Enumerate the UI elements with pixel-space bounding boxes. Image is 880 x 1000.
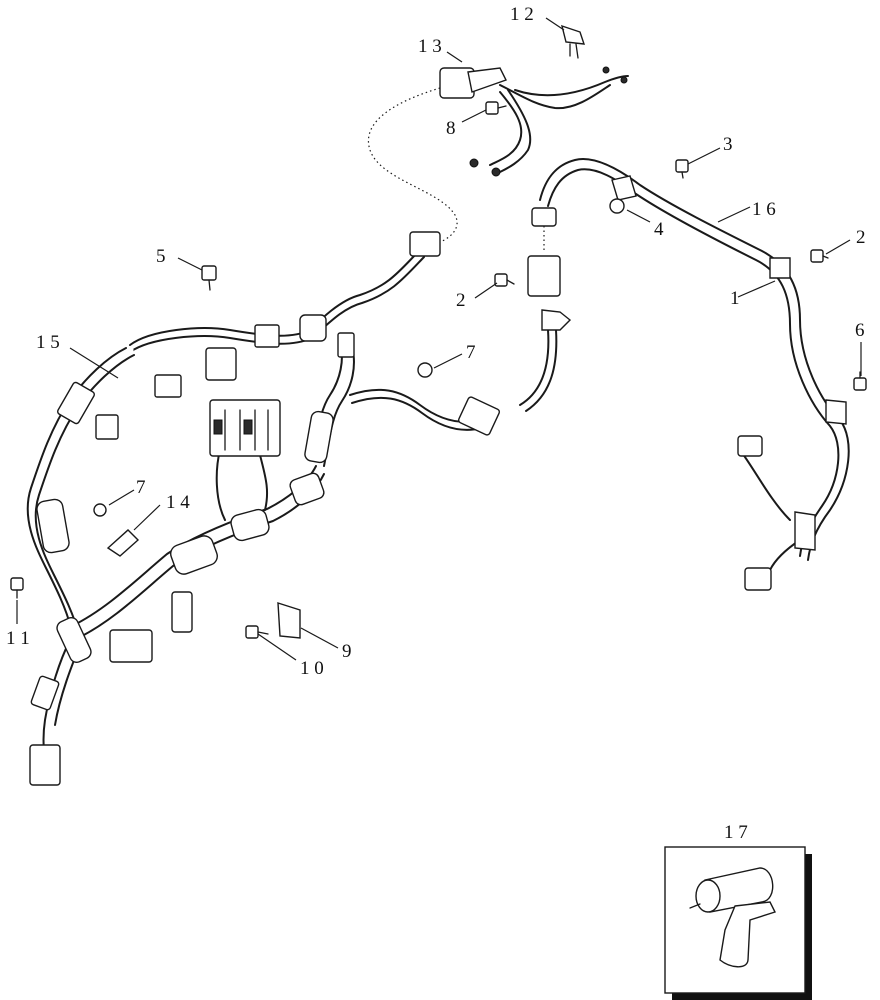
clip — [299, 314, 327, 342]
connector — [409, 231, 441, 257]
clamp — [611, 175, 637, 201]
inset-detail-17 — [664, 846, 812, 1000]
callout-16: 1 6 — [752, 199, 776, 220]
clamp-1 — [769, 257, 791, 279]
sleeve — [230, 508, 270, 542]
sleeve — [56, 617, 92, 663]
callout-6: 6 — [855, 320, 865, 341]
callout-10: 1 0 — [300, 658, 324, 679]
right-harness — [494, 158, 867, 591]
bolt-2-mid — [494, 273, 515, 287]
bolt-2-right — [810, 249, 829, 263]
callout-7-left: 7 — [136, 477, 146, 498]
clip-14 — [106, 529, 140, 557]
callout-8: 8 — [446, 118, 456, 139]
connector — [30, 675, 60, 711]
callout-7-right: 7 — [466, 342, 476, 363]
callout-12: 1 2 — [510, 4, 534, 25]
bolt-3 — [675, 159, 689, 179]
leader-lines — [16, 17, 862, 661]
connector — [171, 591, 193, 633]
sleeve — [304, 410, 334, 464]
sleeve — [289, 472, 325, 506]
callout-2-right: 2 — [856, 227, 866, 248]
connector — [57, 381, 95, 425]
connector — [744, 567, 772, 591]
connector — [95, 414, 119, 440]
sleeve — [36, 498, 70, 554]
nut-4 — [609, 198, 625, 214]
nut-7 — [93, 503, 107, 517]
bolt-6 — [853, 371, 867, 391]
connector — [29, 744, 61, 786]
callout-4: 4 — [654, 219, 664, 240]
bolt-10 — [245, 625, 269, 639]
nut-7b — [417, 362, 433, 378]
connector — [737, 435, 763, 457]
callout-5: 5 — [156, 246, 166, 267]
main-harness — [10, 231, 501, 786]
bracket-9 — [277, 602, 301, 639]
callout-17: 1 7 — [724, 822, 748, 843]
callout-14: 1 4 — [166, 492, 190, 513]
ecu-connector-block — [209, 399, 281, 457]
sleeve — [170, 535, 218, 575]
clamp — [794, 511, 816, 551]
callout-2-mid: 2 — [456, 290, 466, 311]
bolt-8 — [485, 101, 507, 115]
callout-3: 3 — [723, 134, 733, 155]
callout-13: 1 3 — [418, 36, 442, 57]
callout-15: 1 5 — [36, 332, 60, 353]
bolt-5 — [201, 265, 217, 291]
sensor-harness — [367, 24, 629, 243]
callout-11: 1 1 — [6, 628, 30, 649]
connector — [457, 396, 501, 436]
connector — [254, 324, 280, 348]
callout-1: 1 — [730, 288, 740, 309]
callout-labels: 1 2 2 3 4 5 6 7 7 8 9 1 0 1 1 1 2 1 3 1 … — [6, 4, 866, 843]
callout-9: 9 — [342, 641, 352, 662]
connector — [154, 374, 182, 398]
connector — [337, 332, 355, 358]
clip-12 — [561, 24, 586, 59]
clamp — [825, 399, 847, 425]
bolt-11 — [10, 577, 24, 599]
connector — [531, 207, 557, 227]
connector — [527, 255, 561, 297]
connector — [109, 629, 153, 663]
relay — [205, 347, 237, 381]
